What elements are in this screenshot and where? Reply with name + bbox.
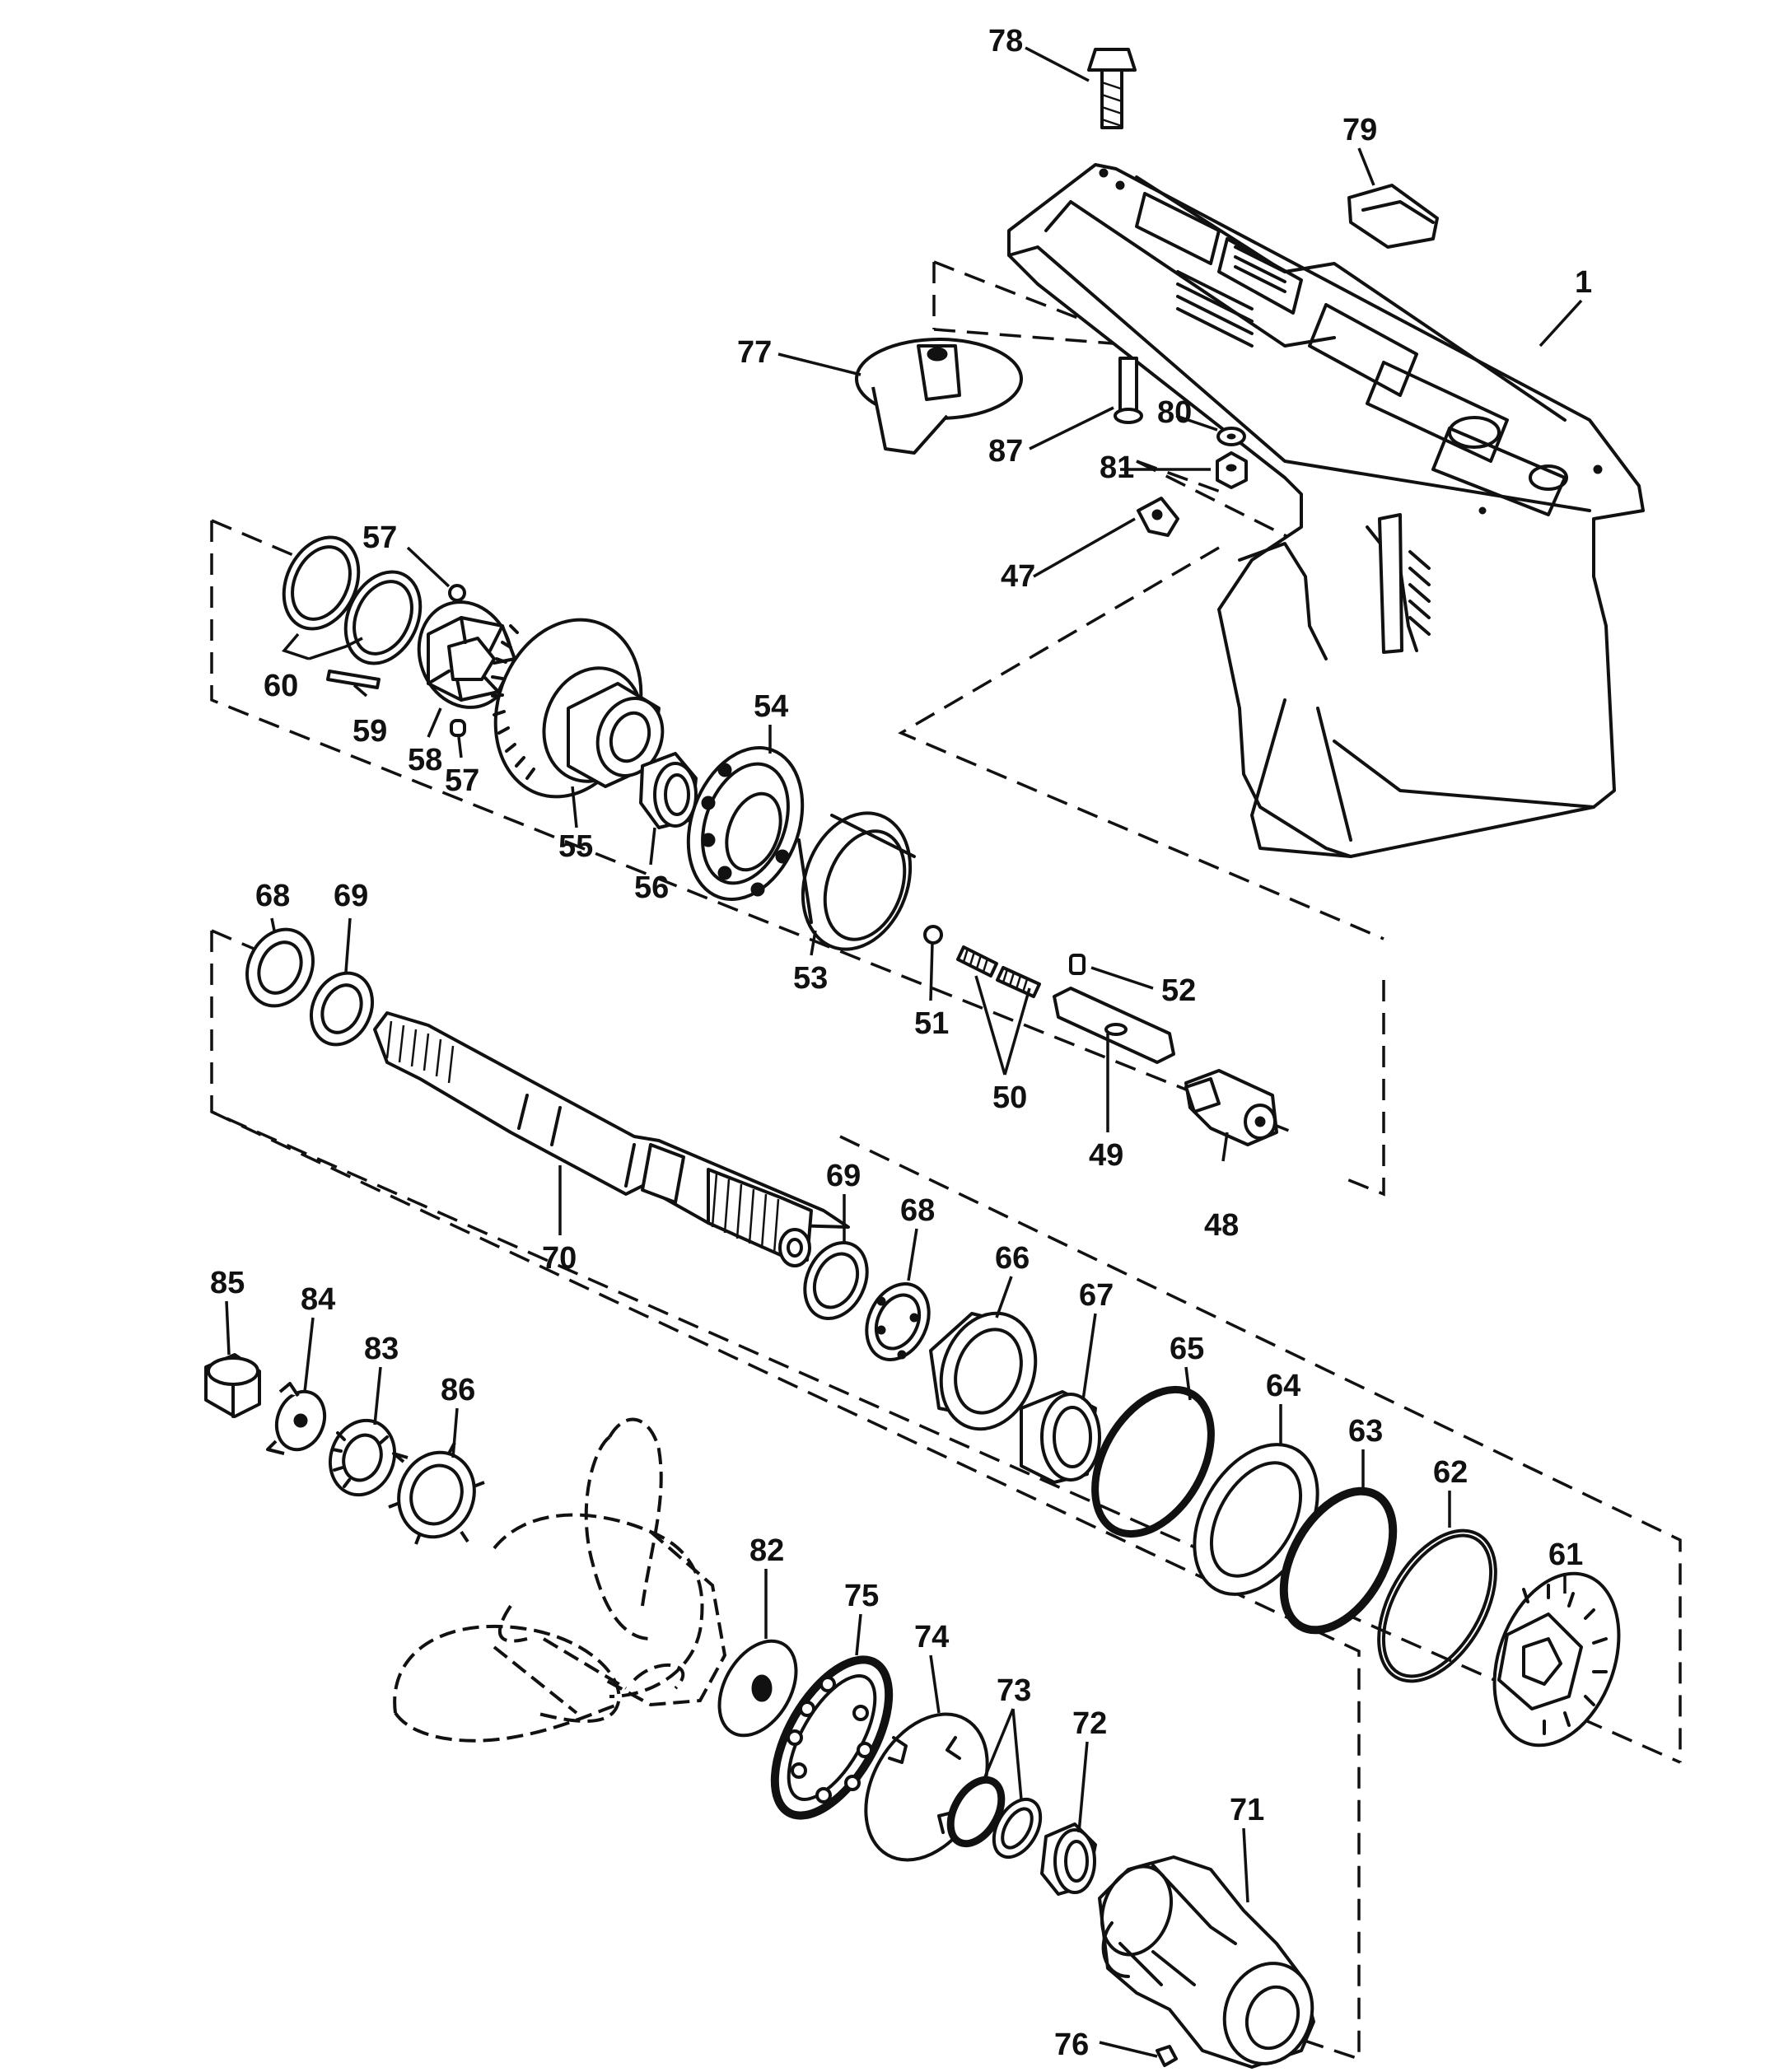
callout-73: 73 [997,1673,1031,1708]
callout-67: 67 [1079,1278,1114,1313]
callout-84: 84 [301,1282,335,1317]
callout-71: 71 [1230,1793,1264,1827]
callout-69-bottom: 69 [826,1159,861,1193]
callout-57-bottom: 57 [445,763,479,798]
callout-64: 64 [1266,1369,1300,1403]
part-67-needle-bearing [1020,1390,1101,1484]
callout-53: 53 [793,961,828,996]
part-52-pin [1069,954,1086,975]
callout-86: 86 [441,1373,475,1407]
callout-labels: 78 79 1 77 80 87 81 47 57 60 59 58 57 55… [210,24,1592,2062]
part-69-thrust-washer-lower [803,1241,869,1320]
part-56-needle-bearing [639,752,698,829]
callout-80: 80 [1157,395,1192,430]
part-62-retaining-ring [1377,1528,1497,1683]
callout-83: 83 [364,1332,399,1366]
part-50-springs [956,945,1041,998]
part-85-prop-nut [204,1353,261,1418]
part-57-detent-balls [448,584,466,737]
callout-87: 87 [988,434,1023,469]
part-68-thrust-bearing-lower [865,1282,931,1361]
part-77-trim-tab [855,338,1023,455]
callout-48: 48 [1204,1208,1239,1243]
callout-51: 51 [914,1006,949,1041]
part-86-lock-washer [388,1442,485,1545]
callout-47: 47 [1001,559,1035,594]
callout-56: 56 [634,870,669,905]
part-47-tab [1137,497,1179,537]
callout-54: 54 [754,689,788,724]
part-59-cross-pin [326,670,381,689]
phantom-propeller [393,1417,727,1743]
callout-62: 62 [1433,1455,1468,1490]
part-53-bearing-race [797,811,916,951]
callout-61: 61 [1548,1538,1583,1572]
part-68-thrust-washer-upper [245,927,315,1008]
callout-57-top: 57 [362,520,397,555]
callout-68-bottom: 68 [900,1193,935,1228]
callout-69-top: 69 [334,879,368,913]
part-84-tab-washer [266,1382,327,1455]
part-79-wedge [1347,184,1439,249]
part-76-pin [1156,2045,1178,2067]
callout-79: 79 [1342,113,1377,147]
part-81-nut [1216,451,1248,489]
callout-70: 70 [542,1241,577,1276]
part-69-thrust-bearing-upper [310,971,374,1047]
part-75-ball-bearing [770,1655,894,1820]
part-63-seal [1279,1486,1398,1635]
callout-49: 49 [1089,1138,1123,1173]
callout-58: 58 [408,743,442,777]
part-71-bearing-carrier [1098,1855,1315,2069]
part-70-propeller-shaft [373,1011,850,1267]
part-54-ball-bearing [686,746,805,901]
part-48-shift-cam [1184,1069,1278,1146]
callout-81: 81 [1100,450,1134,485]
callout-77: 77 [737,335,772,370]
part-73-oil-seals [946,1776,1043,1860]
callout-85: 85 [210,1266,245,1300]
callout-66: 66 [995,1241,1030,1276]
gear-housing [1007,163,1645,858]
part-51-ball [923,925,943,945]
part-60-seal-rings [282,535,423,665]
callout-65: 65 [1170,1332,1204,1366]
part-82-thrust-hub [717,1639,798,1738]
part-61-reverse-gear [1492,1571,1621,1748]
leader-lines [225,46,1583,2058]
part-83-spline-washer [328,1418,397,1497]
callout-59: 59 [353,714,387,749]
callout-1: 1 [1575,265,1592,300]
callout-74: 74 [914,1620,949,1654]
part-58-clutch [417,600,516,709]
callout-82: 82 [749,1533,784,1568]
part-55-forward-gear [491,618,665,799]
callout-72: 72 [1072,1706,1107,1741]
part-72-needle-bearing [1040,1822,1097,1896]
part-80-washer [1216,427,1246,446]
part-78-bolt [1087,48,1137,129]
part-49-cam-follower [1053,987,1175,1064]
callout-55: 55 [558,829,593,864]
part-66-reverse-race [929,1311,1038,1431]
part-65-o-ring [1091,1385,1215,1538]
callout-78: 78 [988,24,1023,58]
callout-52: 52 [1161,973,1196,1008]
callout-68-top: 68 [255,879,290,913]
callout-50: 50 [992,1080,1027,1115]
callout-60: 60 [264,669,298,703]
callout-76: 76 [1054,2028,1089,2062]
callout-63: 63 [1348,1414,1383,1449]
part-87-bolt [1114,357,1143,424]
callout-75: 75 [844,1579,879,1613]
